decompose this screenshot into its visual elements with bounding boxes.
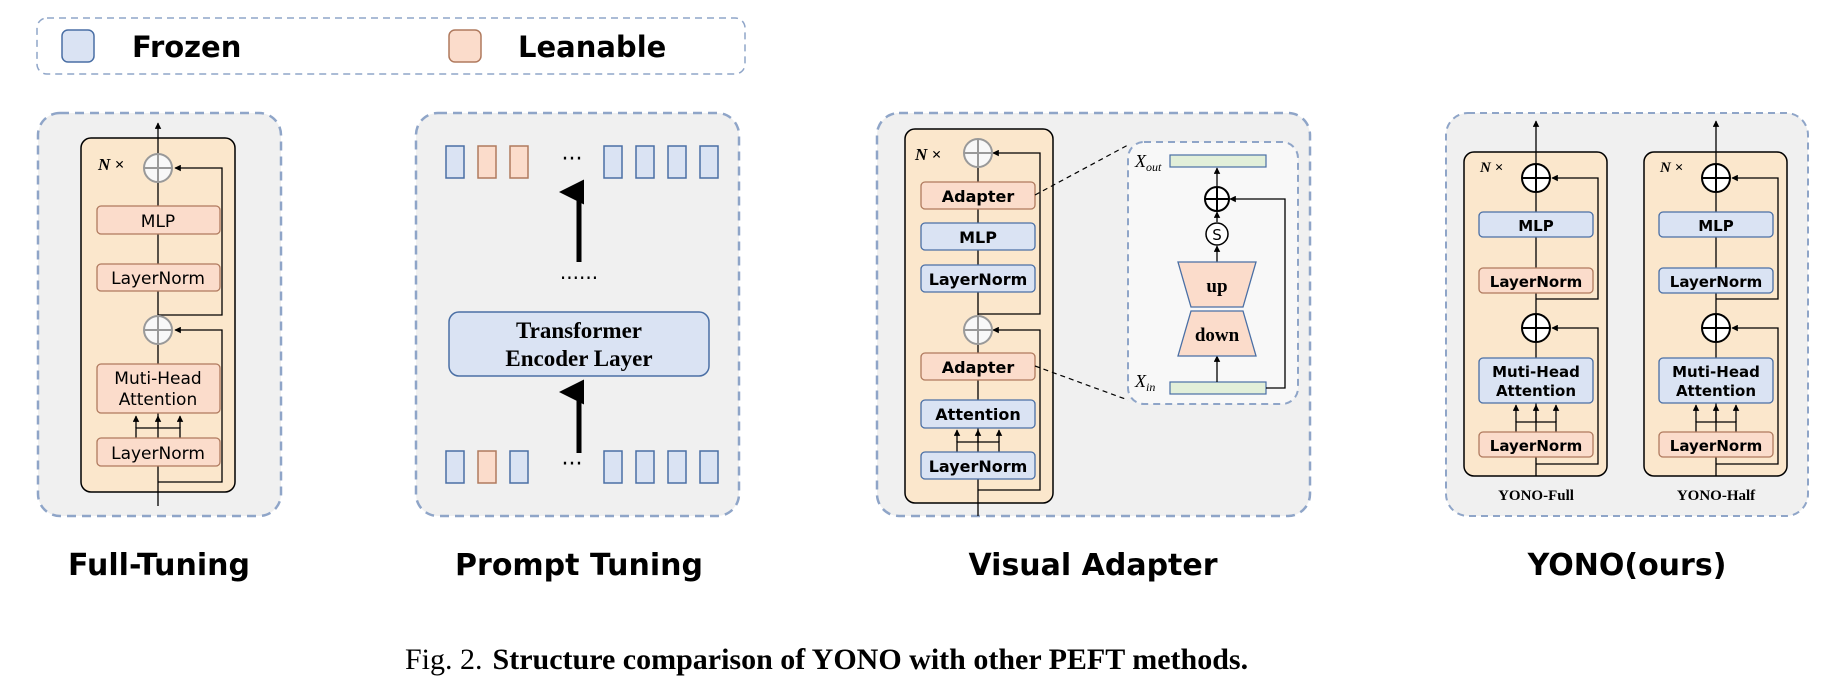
yono-full-attention-box <box>1478 357 1594 404</box>
full-tuning-norm-bottom-label: LayerNorm <box>111 444 205 464</box>
prompt-token-frozen <box>635 145 655 179</box>
prompt-token-frozen <box>603 450 623 484</box>
yono-full-mlp-box <box>1478 211 1594 238</box>
encoder-label-line2: Encoder Layer <box>505 346 652 371</box>
yono-half-block: N × MLP LayerNorm Muti-Head Attention La… <box>1643 120 1788 504</box>
prompt-ellipsis-top: ··· <box>562 147 583 172</box>
scale-label: S <box>1212 226 1222 244</box>
full-tuning-attention-line1: Muti-Head <box>114 369 201 389</box>
yono-full-norm-top-label: LayerNorm <box>1490 273 1582 291</box>
legend-learnable-label: Leanable <box>518 30 666 64</box>
visual-adapter-norm-top-box <box>920 264 1036 293</box>
encoder-label-line1: Transformer <box>516 318 642 343</box>
prompt-token-frozen <box>509 450 529 484</box>
yono-full-mlp-label: MLP <box>1518 217 1553 235</box>
yono-half-attention-line2: Attention <box>1676 382 1756 400</box>
prompt-ellipsis-bottom: ··· <box>562 452 583 477</box>
yono-half-norm-top-label: LayerNorm <box>1670 273 1762 291</box>
adapter-top-box <box>920 181 1036 210</box>
yono-half-mlp-label: MLP <box>1698 217 1733 235</box>
legend-frozen-label: Frozen <box>132 30 241 64</box>
visual-adapter-norm-bottom-box <box>920 451 1036 480</box>
visual-adapter-title: Visual Adapter <box>968 548 1217 583</box>
prompt-token-frozen <box>667 450 687 484</box>
legend-frozen-swatch <box>61 29 95 63</box>
visual-adapter-norm-bottom-label: LayerNorm <box>929 457 1028 476</box>
visual-adapter-panel: N × Adapter MLP LayerNorm Adapter Attent… <box>875 111 1312 583</box>
visual-adapter-mlp-box <box>920 222 1036 251</box>
prompt-token-frozen <box>445 450 465 484</box>
yono-half-caption: YONO-Half <box>1677 488 1756 504</box>
yono-full-attention-line1: Muti-Head <box>1492 363 1580 381</box>
prompt-token-frozen <box>699 145 719 179</box>
yono-half-norm-bottom-box <box>1658 431 1774 458</box>
visual-adapter-attention-label: Attention <box>935 405 1020 424</box>
yono-half-attention-box <box>1658 357 1774 404</box>
prompt-token-frozen <box>445 145 465 179</box>
yono-half-attention-line1: Muti-Head <box>1672 363 1760 381</box>
x-out-label: Xout <box>1134 151 1162 174</box>
full-tuning-panel: N × MLP LayerNorm Muti-Head Attention La… <box>36 111 283 583</box>
full-tuning-norm-top-label: LayerNorm <box>111 269 205 289</box>
yono-panel: N × MLP LayerNorm Muti-Head Attention La… <box>1445 112 1809 583</box>
prompt-token-frozen <box>699 450 719 484</box>
x-out-bar <box>1169 154 1267 168</box>
prompt-token-frozen <box>635 450 655 484</box>
full-tuning-attention-line2: Attention <box>119 390 197 410</box>
transformer-encoder-box <box>448 311 710 377</box>
full-tuning-mlp-label: MLP <box>141 212 175 232</box>
visual-adapter-repeat: N × <box>914 145 941 164</box>
yono-full-norm-bottom-label: LayerNorm <box>1490 437 1582 455</box>
yono-full-norm-top-box <box>1478 267 1594 294</box>
full-tuning-attention-box <box>96 363 221 414</box>
prompt-token-frozen <box>667 145 687 179</box>
prompt-token-learnable <box>477 145 497 179</box>
prompt-tuning-title: Prompt Tuning <box>455 548 703 583</box>
full-tuning-norm-bottom-box <box>96 437 221 467</box>
down-projection <box>1177 310 1257 357</box>
prompt-ellipsis-mid: ······ <box>560 266 598 290</box>
adapter-bottom-connector <box>1034 365 1129 401</box>
adapter-bottom-label: Adapter <box>942 358 1015 377</box>
up-label: up <box>1206 276 1227 297</box>
adapter-top-label: Adapter <box>942 187 1015 206</box>
yono-title: YONO(ours) <box>1527 548 1727 583</box>
full-tuning-norm-top-box <box>96 263 221 292</box>
figure-caption: Fig. 2. Structure comparison of YONO with… <box>405 643 1248 676</box>
legend-learnable-swatch <box>448 29 482 63</box>
full-tuning-repeat: N × <box>97 155 124 174</box>
visual-adapter-attention-box <box>920 399 1036 429</box>
visual-adapter-norm-top-label: LayerNorm <box>929 270 1028 289</box>
x-in-label: Xin <box>1134 371 1155 394</box>
up-projection <box>1177 261 1257 308</box>
prompt-tuning-panel: ··· ······ Transformer Encoder Layer ···… <box>414 111 741 583</box>
yono-full-repeat: N × <box>1479 160 1503 176</box>
yono-half-norm-top-box <box>1658 267 1774 294</box>
visual-adapter-mlp-label: MLP <box>959 228 997 247</box>
yono-full-block: N × MLP LayerNorm Muti-Head Attention La… <box>1463 120 1608 504</box>
yono-half-mlp-box <box>1658 211 1774 238</box>
figure-caption-text: Structure comparison of YONO with other … <box>493 643 1249 676</box>
yono-full-norm-bottom-box <box>1478 431 1594 458</box>
yono-half-norm-bottom-label: LayerNorm <box>1670 437 1762 455</box>
legend-frame <box>36 17 746 75</box>
down-label: down <box>1195 325 1240 346</box>
full-tuning-title: Full-Tuning <box>68 548 250 583</box>
legend: Frozen Leanable <box>36 17 746 75</box>
prompt-token-learnable <box>509 145 529 179</box>
scale-icon <box>1205 222 1229 246</box>
x-in-bar <box>1169 381 1267 395</box>
figure-caption-prefix: Fig. 2. <box>405 643 483 676</box>
yono-full-attention-line2: Attention <box>1496 382 1576 400</box>
prompt-token-learnable <box>477 450 497 484</box>
prompt-token-frozen <box>603 145 623 179</box>
yono-half-repeat: N × <box>1659 160 1683 176</box>
yono-full-caption: YONO-Full <box>1498 488 1574 504</box>
full-tuning-mlp-box <box>96 205 221 235</box>
